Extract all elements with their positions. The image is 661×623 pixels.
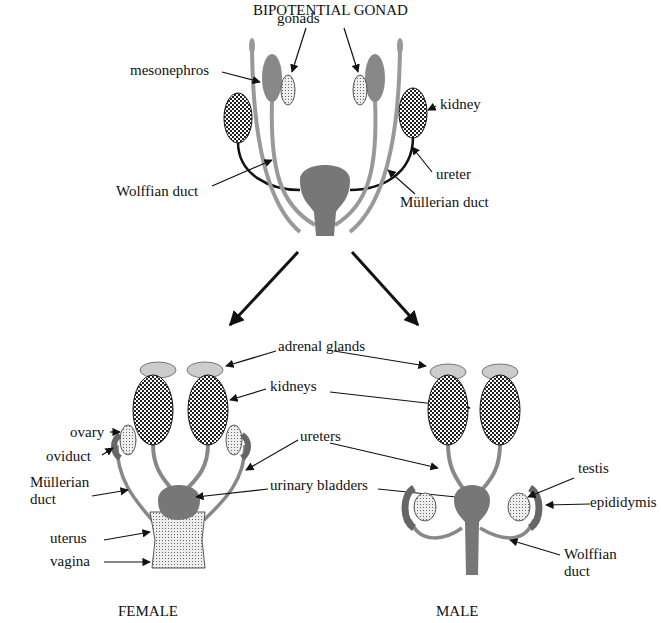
- part-label: kidney: [440, 96, 481, 113]
- male-figure: [405, 364, 539, 575]
- leader-lines: [92, 351, 470, 562]
- part-label: ovary: [70, 424, 104, 441]
- part-label: Müllerian duct: [30, 474, 100, 507]
- part-label: kidneys: [270, 378, 317, 395]
- bipotential-figure: [224, 38, 427, 236]
- part-label: adrenal glands: [278, 338, 365, 355]
- part-label: Müllerian duct: [400, 194, 489, 211]
- part-label: epididymis: [590, 494, 657, 511]
- female-figure: [114, 362, 248, 568]
- part-label: gonads: [277, 10, 320, 27]
- part-label: ureter: [436, 166, 471, 183]
- part-label: Wolffian duct: [116, 183, 198, 200]
- part-label: FEMALE: [118, 603, 178, 620]
- part-label: testis: [578, 460, 609, 477]
- leader-lines: [510, 478, 590, 555]
- part-label: mesonephros: [130, 62, 209, 79]
- part-label: Wolffian duct: [564, 546, 614, 579]
- part-label: oviduct: [46, 448, 91, 465]
- leader-lines: [212, 28, 436, 194]
- part-label: urinary bladders: [270, 477, 368, 494]
- part-label: vagina: [50, 553, 90, 570]
- figure-title: BIPOTENTIAL GONAD: [253, 2, 408, 19]
- part-label: ureters: [300, 428, 341, 445]
- part-label: uterus: [50, 530, 87, 547]
- transition-arrows: [230, 252, 418, 325]
- part-label: MALE: [436, 603, 479, 620]
